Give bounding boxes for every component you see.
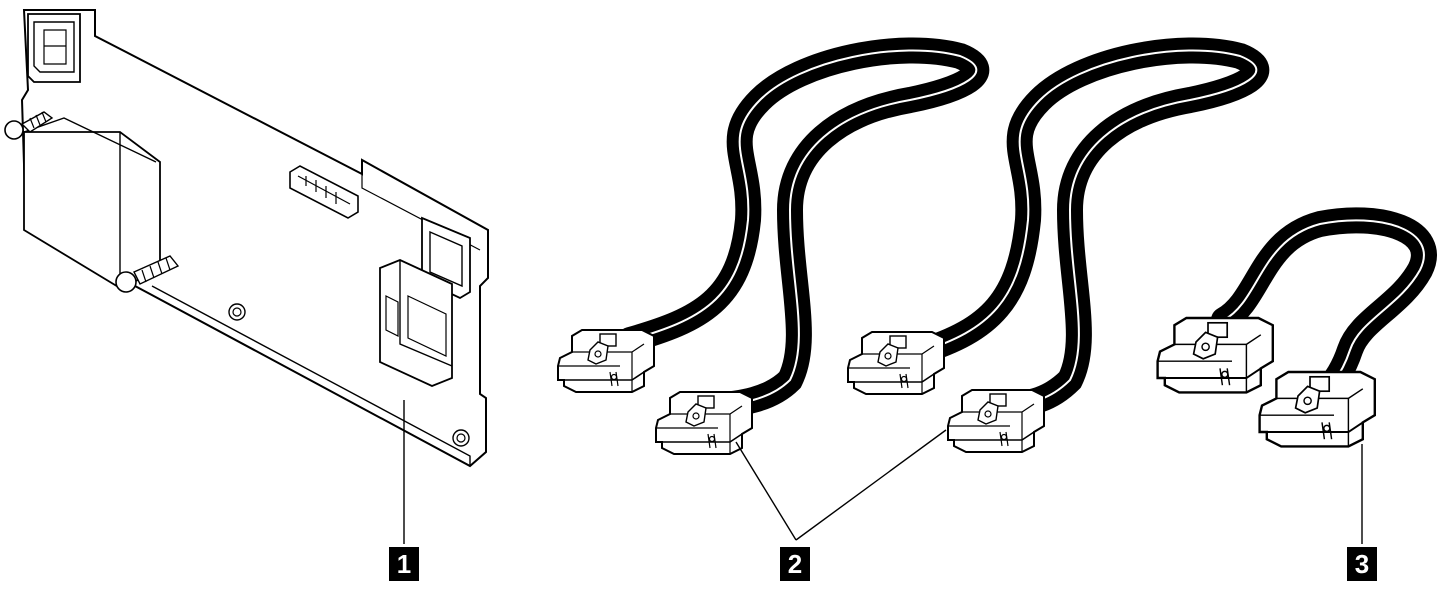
short-cable-connector bbox=[1258, 370, 1377, 448]
callout-3: 3 bbox=[1347, 547, 1377, 581]
short-cable-connector bbox=[1156, 316, 1275, 394]
callout-2-leader bbox=[735, 429, 947, 541]
short-cable bbox=[1211, 207, 1437, 409]
callout-1: 1 bbox=[389, 547, 419, 581]
cable-connector bbox=[557, 329, 655, 393]
cable-pair bbox=[617, 37, 1270, 419]
cable-connector bbox=[947, 389, 1045, 453]
callout-2: 2 bbox=[780, 547, 810, 581]
cable-connector bbox=[847, 331, 945, 395]
backplane-board bbox=[4, 9, 489, 468]
